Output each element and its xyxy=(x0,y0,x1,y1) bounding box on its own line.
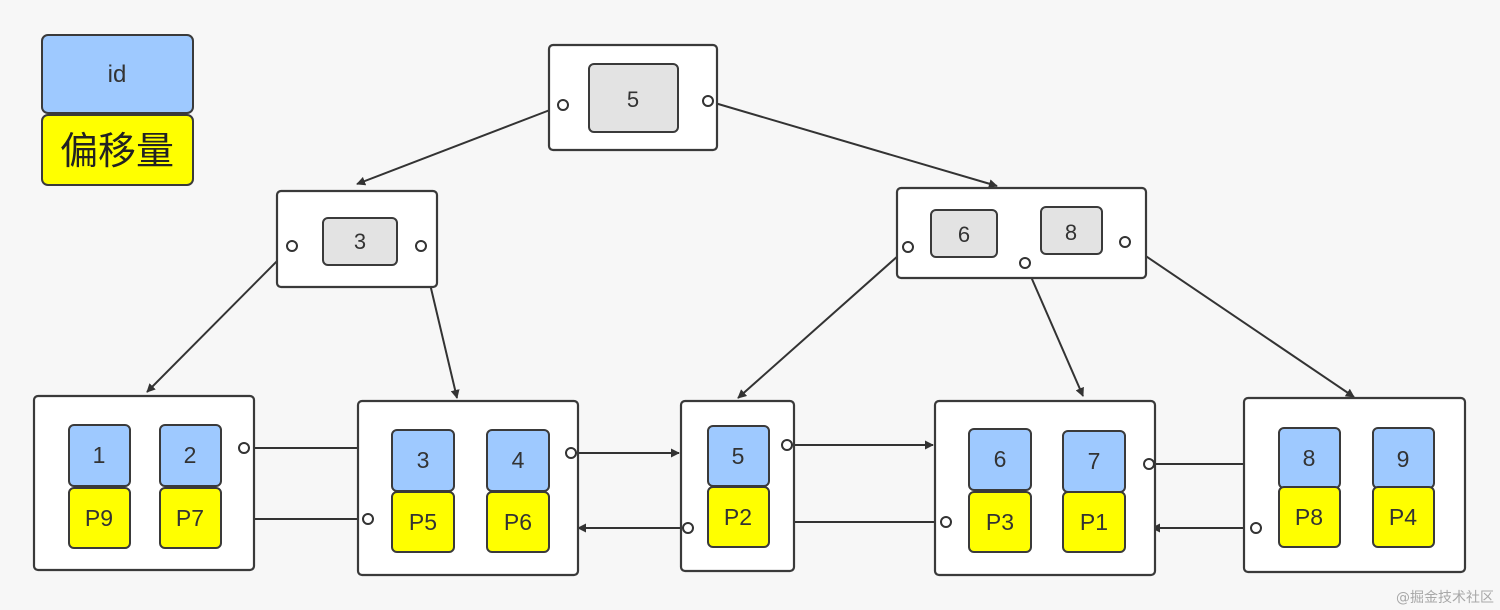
leaf-3-offset-1: P2 xyxy=(724,504,752,530)
leaf-5-id-2: 9 xyxy=(1397,446,1410,472)
leaf-1-id-box-2 xyxy=(159,424,222,487)
leaf-2-id-2: 4 xyxy=(512,447,525,473)
legend: id 偏移量 xyxy=(41,34,194,186)
edge-right-to-leaf3 xyxy=(737,246,909,399)
leaf-5-offset-box-1 xyxy=(1278,486,1341,548)
leaf-4-offset-box-1 xyxy=(968,491,1032,553)
leaf-1-offset-box-1 xyxy=(68,487,131,549)
legend-offset-swatch xyxy=(41,114,194,186)
port-leaf-3-prev xyxy=(682,522,694,534)
internal-left-key-label: 3 xyxy=(354,229,366,254)
legend-id-label: id xyxy=(108,61,127,88)
edge-root-to-right xyxy=(707,100,998,189)
port-internal-left-0 xyxy=(286,240,298,252)
port-internal-left-1 xyxy=(415,240,427,252)
port-leaf-3-next xyxy=(781,439,793,451)
leaf-4-id-1: 6 xyxy=(994,446,1007,472)
port-root-left xyxy=(557,99,569,111)
leaf-4-offset-box-2 xyxy=(1062,491,1126,553)
port-leaf-2-prev xyxy=(362,513,374,525)
leaf-5-offset-2: P4 xyxy=(1389,504,1417,530)
internal-node-left: 3 xyxy=(275,189,439,289)
root-key-box xyxy=(588,63,679,133)
root-key-label: 5 xyxy=(627,87,639,112)
leaf-5-offset-box-2 xyxy=(1372,486,1435,548)
internal-right-key-label-1: 6 xyxy=(958,222,970,247)
port-leaf-4-prev xyxy=(940,516,952,528)
leaf-node-3: 5 P2 xyxy=(679,399,796,573)
leaf-node-4: 6 P3 7 P1 xyxy=(933,399,1157,577)
leaf-node-5: 8 P8 9 P4 xyxy=(1242,396,1467,574)
port-internal-right-2 xyxy=(1119,236,1131,248)
leaf-1-offset-2: P7 xyxy=(176,505,204,531)
root-node: 5 xyxy=(547,43,719,152)
leaf-4-id-box-1 xyxy=(968,428,1032,491)
leaf-2-offset-box-2 xyxy=(486,491,550,553)
legend-id-swatch xyxy=(41,34,194,114)
edge-right-to-leaf5 xyxy=(1124,241,1355,398)
leaf-2-offset-1: P5 xyxy=(409,509,437,535)
legend-offset-label: 偏移量 xyxy=(60,129,174,173)
leaf-2-offset-box-1 xyxy=(391,491,455,553)
leaf-4-offset-1: P3 xyxy=(986,509,1014,535)
leaf-1-id-box-1 xyxy=(68,424,131,487)
internal-right-key-box-1 xyxy=(930,209,998,258)
port-leaf-1-next xyxy=(238,442,250,454)
edge-left-to-leaf1 xyxy=(146,245,293,393)
leaf-2-id-1: 3 xyxy=(417,447,430,473)
leaf-node-1: 1 P9 2 P7 xyxy=(32,394,256,572)
leaf-5-id-1: 8 xyxy=(1303,445,1316,471)
leaf-node-2: 3 P5 4 P6 xyxy=(356,399,580,577)
port-leaf-5-prev xyxy=(1250,522,1262,534)
leaf-1-offset-box-2 xyxy=(159,487,222,549)
internal-left-key-box xyxy=(322,217,398,266)
edge-root-to-left xyxy=(356,104,564,186)
leaf-3-offset-box-1 xyxy=(707,486,770,548)
leaf-1-id-2: 2 xyxy=(184,442,197,468)
leaf-2-offset-2: P6 xyxy=(504,509,532,535)
port-internal-right-1 xyxy=(1019,257,1031,269)
internal-right-key-box-2 xyxy=(1040,206,1103,255)
internal-right-key-label-2: 8 xyxy=(1065,220,1077,245)
leaf-1-offset-1: P9 xyxy=(85,505,113,531)
port-leaf-2-next xyxy=(565,447,577,459)
port-root-right xyxy=(702,95,714,107)
edge-right-to-leaf4 xyxy=(1024,262,1084,397)
leaf-4-offset-2: P1 xyxy=(1080,509,1108,535)
pointer-ports xyxy=(238,95,1262,534)
port-leaf-4-next xyxy=(1143,458,1155,470)
leaf-4-id-2: 7 xyxy=(1088,448,1101,474)
internal-node-right: 6 8 xyxy=(895,186,1148,280)
leaf-1-id-1: 1 xyxy=(93,442,106,468)
port-internal-right-0 xyxy=(902,241,914,253)
watermark: @掘金技术社区 xyxy=(1396,590,1494,606)
tree-edges xyxy=(146,100,1355,533)
leaf-5-offset-1: P8 xyxy=(1295,504,1323,530)
leaf-3-id-1: 5 xyxy=(732,443,745,469)
